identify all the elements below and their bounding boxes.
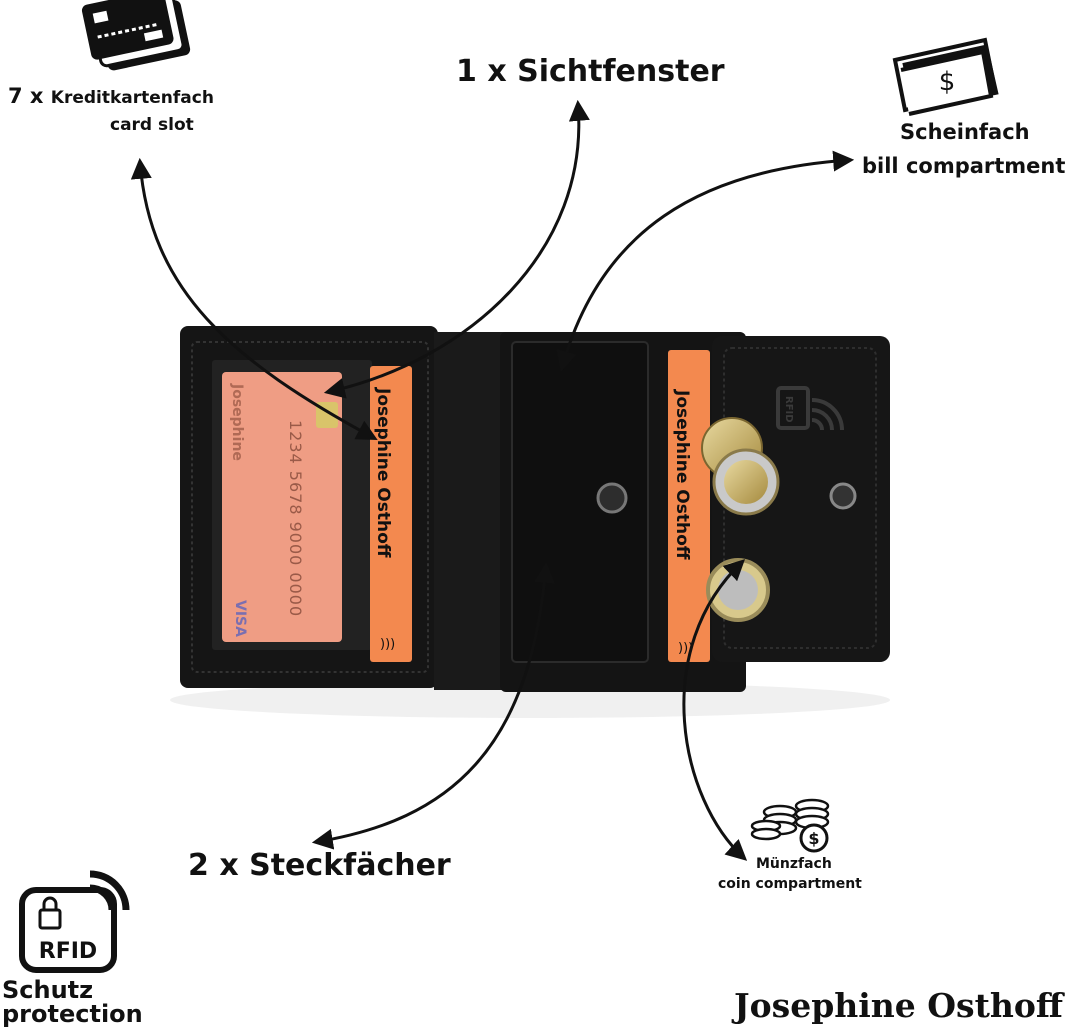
bill-label-en: bill compartment [862, 154, 1066, 178]
arrow-slots [311, 561, 555, 850]
coin-label-de: Münzfach [756, 856, 832, 872]
insert-brand-right: Josephine Osthoff [672, 389, 692, 560]
bill-flap [511, 341, 649, 663]
coin-label-en: coin compartment [718, 876, 862, 892]
coins-icon: $ [750, 798, 830, 853]
rfid-label-en: protection [2, 1000, 143, 1028]
credit-cards-icon [81, 0, 191, 71]
card-behind-window: Josephine 1234 5678 9000 0000 VISA [222, 372, 342, 642]
svg-text:$: $ [808, 829, 819, 848]
card-slot-title-en: card slot [110, 115, 194, 135]
slots-label: 2 x Steckfächer [188, 848, 451, 883]
rfid-badge-text: RFID [39, 939, 97, 964]
card-slot-title-de: Kreditkartenfach [50, 88, 214, 108]
card-slot-label: 7 x Kreditkartenfach [8, 84, 214, 108]
rfid-emboss [776, 386, 844, 431]
arrow-bill [556, 150, 855, 373]
brand-insert-left: Josephine Osthoff ))) [370, 366, 412, 662]
svg-text:))): ))) [380, 637, 395, 652]
snap-button-right [829, 482, 857, 510]
svg-text:$: $ [939, 67, 956, 97]
brand-insert-right: Josephine Osthoff ))) [668, 350, 710, 662]
rfid-lock-icon: RFID [19, 870, 130, 973]
banknote-icon: $ [892, 37, 999, 116]
card-slot-count: 7 x [8, 84, 44, 108]
rfid-label-de: Schutz [2, 976, 94, 1004]
bill-label-de: Scheinfach [900, 120, 1030, 144]
card-number: 1234 5678 9000 0000 [286, 420, 305, 617]
arrow-card-slot [130, 157, 378, 441]
card-network: VISA [232, 600, 248, 637]
window-label: 1 x Sichtfenster [456, 54, 725, 89]
insert-brand-left: Josephine Osthoff [373, 387, 393, 558]
arrow-coin [682, 559, 748, 861]
brand-name: Josephine Osthoff [734, 986, 1063, 1025]
card-name: Josephine [229, 383, 245, 461]
rfid-emboss-text: RFID [783, 396, 794, 423]
snap-button-left [596, 482, 628, 514]
